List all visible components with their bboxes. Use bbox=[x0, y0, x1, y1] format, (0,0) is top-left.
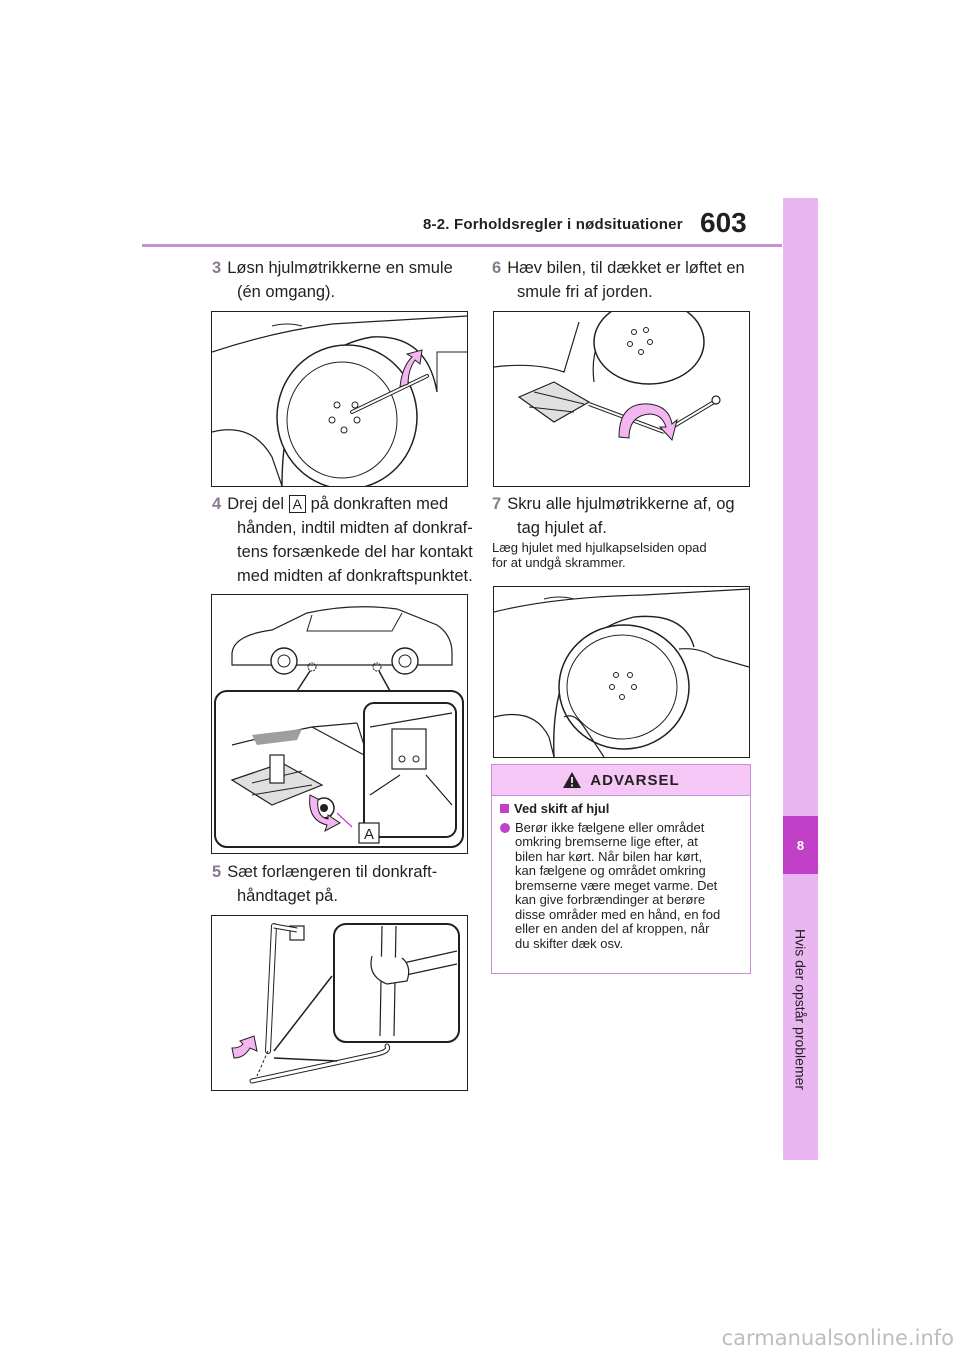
step-number: 6 bbox=[492, 259, 502, 277]
warning-line: bilen har kørt. Når bilen har kørt, bbox=[515, 848, 703, 864]
step-7: 7 Skru alle hjulmøtrikkerne af, og tag hj… bbox=[492, 492, 735, 540]
page-number: 603 bbox=[700, 207, 747, 238]
note-line: Læg hjulet med hjulkapselsiden opad bbox=[492, 540, 707, 555]
header-rule bbox=[142, 244, 782, 247]
step-number: 3 bbox=[212, 259, 222, 277]
step-3: 3 Løsn hjulmøtrikkerne en smule (én omgan… bbox=[212, 256, 453, 304]
step-4: 4 Drej del A på donkraften med hånden, in… bbox=[212, 492, 473, 588]
chapter-side-tab bbox=[783, 198, 818, 1160]
chapter-label: Hvis der opstår problemer bbox=[783, 880, 818, 1140]
warning-triangle-icon bbox=[563, 772, 582, 788]
warning-line: Berør ikke fælgene eller området bbox=[515, 819, 705, 835]
warning-line: bremserne være meget varme. Det bbox=[515, 877, 718, 893]
step-6: 6 Hæv bilen, til dækket er løftet en smul… bbox=[492, 256, 745, 304]
warning-line: omkring bremserne lige efter, at bbox=[515, 834, 698, 849]
step-text: hånden, indtil midten af donkraf- bbox=[237, 519, 473, 537]
round-bullet-icon bbox=[500, 822, 510, 833]
step-text: med midten af donkraftspunktet. bbox=[237, 567, 473, 585]
warning-line: du skifter dæk osv. bbox=[515, 935, 624, 951]
watermark: carmanualsonline.info bbox=[721, 1326, 954, 1350]
figure-raise-car bbox=[493, 311, 750, 487]
step-text: Hæv bilen, til dækket er løftet en bbox=[507, 259, 745, 277]
step-number: 4 bbox=[212, 495, 222, 513]
warning-header: ADVARSEL bbox=[492, 765, 750, 796]
section-title: 8-2. Forholdsregler i nødsituationer bbox=[423, 216, 683, 233]
note-text: Læg hjulet med hjulkapselsiden opad for … bbox=[492, 540, 707, 570]
warning-title: ADVARSEL bbox=[590, 771, 680, 789]
chapter-number: 8 bbox=[783, 816, 818, 874]
warning-subtitle: Ved skift af hjul bbox=[514, 801, 610, 816]
part-reference-label: A bbox=[288, 495, 306, 513]
square-bullet-icon bbox=[500, 804, 509, 813]
step-text: på donkraften med bbox=[310, 495, 449, 513]
step-text: Skru alle hjulmøtrikkerne af, og bbox=[507, 495, 735, 513]
figure-label-a: A bbox=[364, 826, 374, 843]
step-text: Løsn hjulmøtrikkerne en smule bbox=[227, 259, 453, 277]
step-text: tens forsænkede del har kontakt bbox=[237, 543, 473, 561]
step-number: 7 bbox=[492, 495, 502, 513]
chapter-label-text: Hvis der opstår problemer bbox=[792, 929, 809, 1091]
step-text: tag hjulet af. bbox=[517, 519, 607, 537]
figure-remove-wheel bbox=[493, 586, 750, 758]
warning-line: disse områder med en hånd, en fod bbox=[515, 906, 721, 922]
warning-line: eller en anden del af kroppen, når bbox=[515, 921, 710, 936]
warning-box: ADVARSEL Ved skift af hjul Berør ikke fæ… bbox=[491, 764, 751, 974]
figure-jack-extension bbox=[211, 915, 468, 1091]
figure-loosen-nuts bbox=[211, 311, 468, 487]
step-text: smule fri af jorden. bbox=[517, 283, 653, 301]
step-5: 5 Sæt forlængeren til donkraft- håndtaget… bbox=[212, 860, 437, 908]
warning-line: kan give forbrændinger at berøre bbox=[515, 892, 706, 907]
step-text: håndtaget på. bbox=[237, 887, 338, 905]
figure-jack-position: A bbox=[211, 594, 468, 854]
warning-line: kan fælgene og området omkring bbox=[515, 863, 706, 878]
step-text: (én omgang). bbox=[237, 283, 336, 301]
step-number: 5 bbox=[212, 863, 222, 881]
step-text: Sæt forlængeren til donkraft- bbox=[227, 863, 438, 881]
note-line: for at undgå skrammer. bbox=[492, 555, 626, 570]
step-text: Drej del bbox=[227, 495, 285, 513]
